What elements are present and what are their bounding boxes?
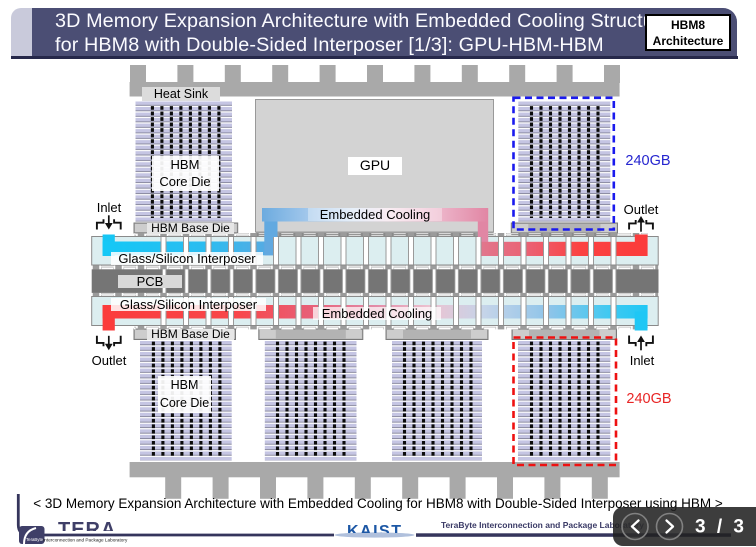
svg-text:3 / 3: 3 / 3 [695,517,747,538]
